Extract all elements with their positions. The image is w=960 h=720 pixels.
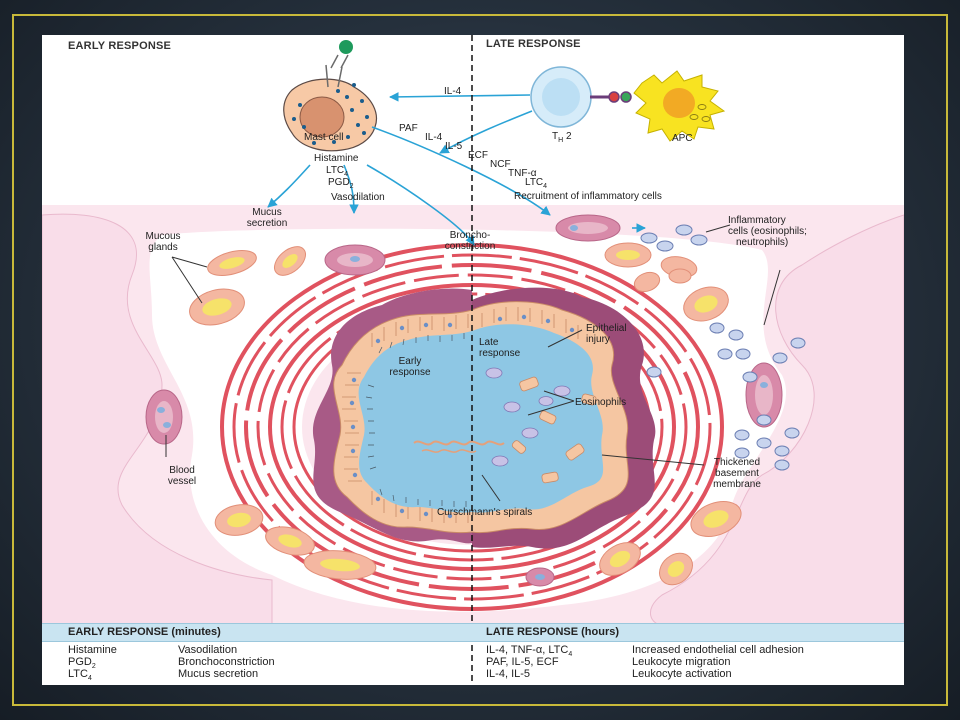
ltc4-late-label: LTC4	[525, 177, 548, 190]
curschmann-spirals-label: Curschmann's spirals	[437, 507, 533, 518]
mast-cell-label: Mast cell	[304, 132, 344, 143]
tissue-right-lobe	[650, 214, 904, 626]
asthma-response-diagram: EARLY RESPONSE LATE RESPONSE Mast cell T…	[42, 35, 904, 685]
table-row-effect: Bronchoconstriction	[178, 656, 275, 668]
table-early-header: EARLY RESPONSE (minutes)	[68, 626, 221, 638]
diagram-artwork	[42, 35, 904, 685]
inflammatory-cells	[640, 224, 806, 471]
apc-label: APC	[672, 133, 693, 144]
mucous-glands	[189, 242, 742, 586]
table-row: LTC4	[68, 668, 92, 683]
table-row-effect: Leukocyte migration	[632, 656, 731, 668]
leader-lines	[165, 224, 781, 502]
table-row: PAF, IL-5, ECF	[486, 656, 559, 668]
paf-label: PAF	[399, 123, 418, 134]
vasodilation-label: Vasodilation	[331, 192, 385, 203]
tnf-alpha-label: TNF-α	[508, 168, 537, 179]
apc-shape	[633, 70, 726, 142]
cilia	[365, 333, 467, 507]
curschmann-spirals-shape	[413, 440, 505, 446]
ncf-label: NCF	[490, 159, 511, 170]
epithelial-cells	[342, 307, 579, 523]
epithelial-nuclei	[349, 314, 575, 519]
il5-label: IL-5	[445, 141, 463, 152]
table-row-effect: Leukocyte activation	[632, 668, 732, 680]
il4-top-label: IL-4	[444, 86, 462, 97]
table-row-effect: Mucus secretion	[178, 668, 259, 680]
pgd2-label: PGD2	[328, 177, 354, 190]
histamine-label: Histamine	[314, 153, 359, 164]
table-row: Histamine	[68, 644, 117, 656]
mast-cell-shape	[283, 40, 377, 152]
table-row-effect: Increased endothelial cell adhesion	[632, 644, 804, 656]
ltc4-label: LTC4	[326, 165, 349, 178]
recruitment-label: Recruitment of inflammatory cells	[514, 191, 662, 202]
slide-frame	[12, 14, 948, 706]
airway-lumen	[358, 324, 604, 513]
bronchoconstriction-label: Broncho-constriction	[444, 230, 496, 252]
th2-cell-shape	[530, 66, 632, 128]
summary-table-header-band	[42, 623, 904, 642]
early-response-header: EARLY RESPONSE	[68, 40, 172, 52]
inflammatory-cells-label: Inflammatory cells (eosinophils; neutrop…	[728, 215, 807, 248]
signal-arrows	[267, 92, 646, 246]
table-late-header: LATE RESPONSE (hours)	[486, 626, 620, 638]
table-row: PGD2	[68, 656, 96, 671]
eosinophils-label: Eosinophils	[575, 397, 627, 408]
il4-label: IL-4	[425, 132, 443, 143]
damaged-epithelial-fragments	[511, 376, 597, 484]
table-row-effect: Vasodilation	[178, 644, 238, 656]
ecf-label: ECF	[468, 150, 488, 161]
table-row: IL-4, TNF-α, LTC4	[486, 644, 573, 659]
table-row: IL-4, IL-5	[486, 668, 531, 680]
th2-label: TH 2	[552, 131, 572, 144]
late-response-header: LATE RESPONSE	[486, 38, 581, 50]
eosinophils-in-lumen	[485, 367, 571, 467]
